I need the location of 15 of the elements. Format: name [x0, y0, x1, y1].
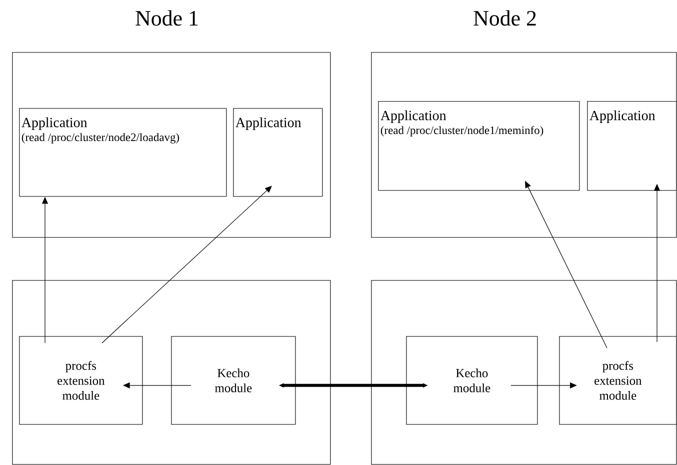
kernel-box — [12, 280, 331, 465]
host-box — [12, 52, 331, 238]
arrow — [510, 382, 577, 388]
host-box — [371, 52, 677, 238]
module-box: Kecho module — [406, 336, 538, 425]
application-box: Application — [587, 101, 677, 191]
module-box: Kecho module — [171, 336, 296, 425]
module-box: procfs extension module — [19, 336, 143, 425]
application-box: Application — [233, 108, 323, 197]
heading: Node 1 — [136, 10, 198, 26]
module-box: procfs extension module — [559, 336, 677, 425]
heading: Node 2 — [474, 10, 536, 26]
kernel-box — [371, 280, 677, 465]
application-box: Application (read /proc/cluster/node2/loadavg) — [19, 108, 227, 197]
application-box: Application (read /proc/cluster/node1/meminfo) — [378, 101, 580, 191]
